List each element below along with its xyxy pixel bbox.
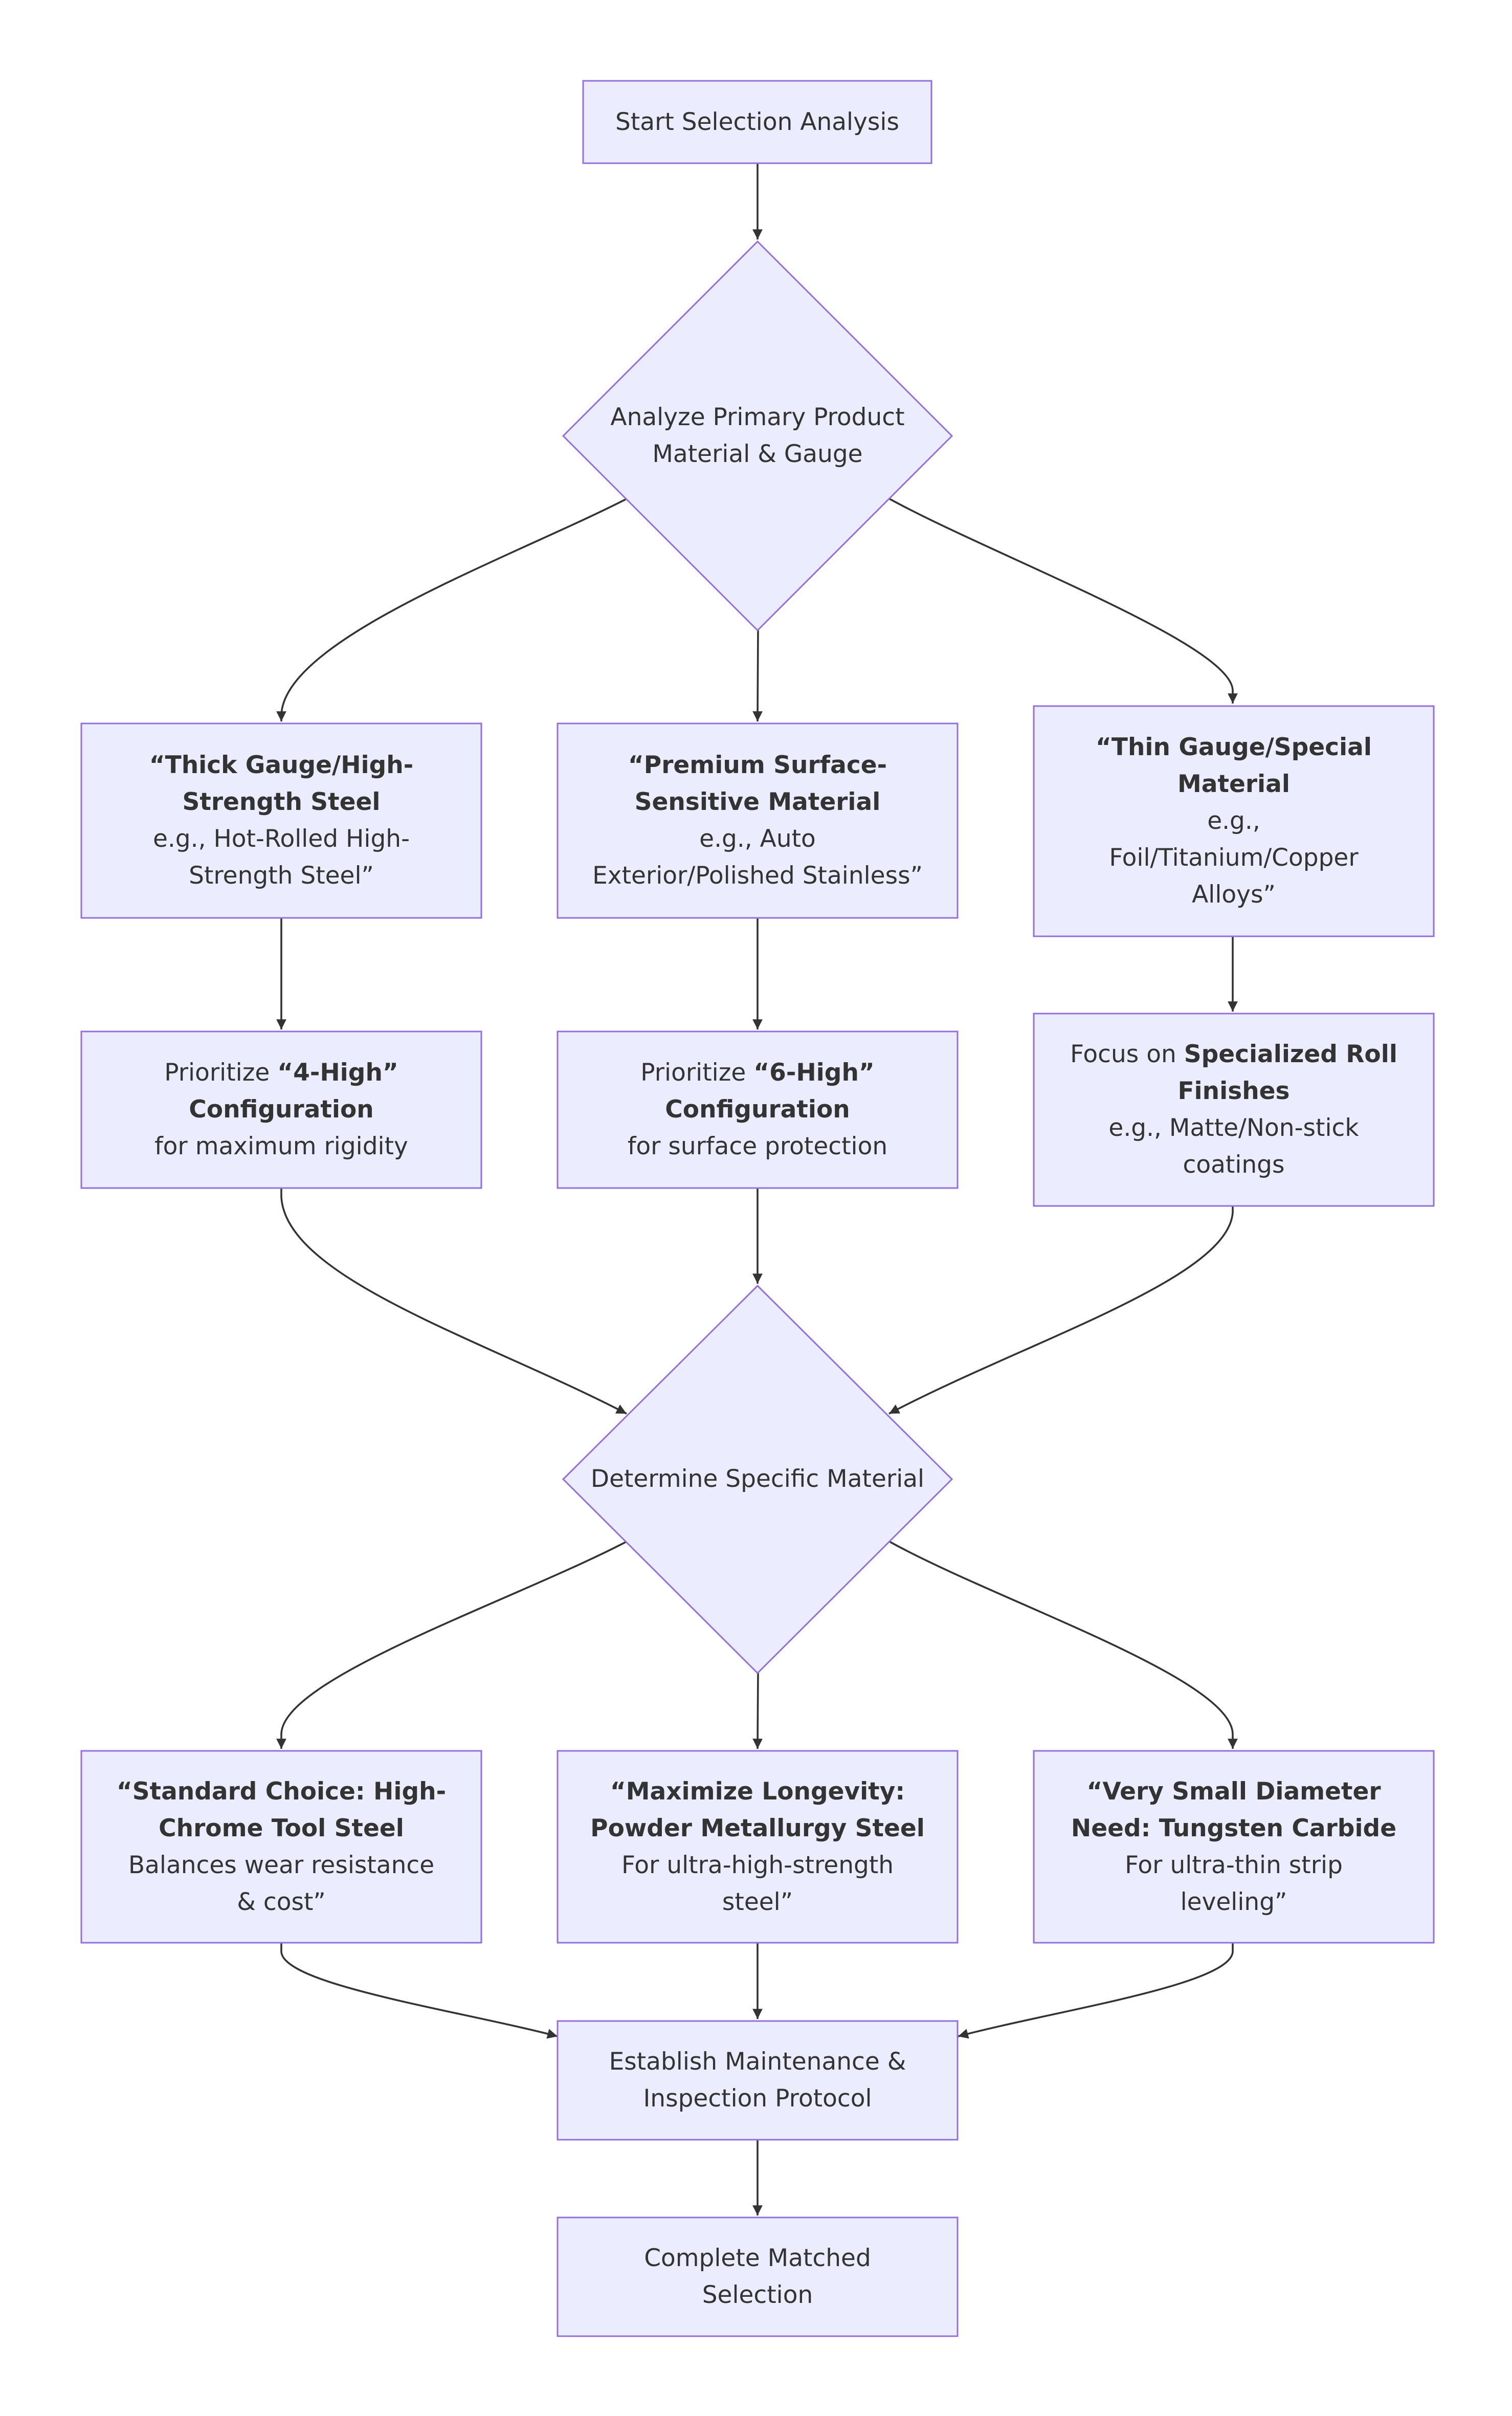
- 6high-line-3: for surface protection: [627, 1132, 888, 1160]
- edge-determine-to-tungsten: [889, 1541, 1238, 1749]
- node-specialized-box: [1033, 1013, 1435, 1207]
- edge-determine-to-standard: [276, 1541, 627, 1749]
- edge-analyze-to-thick: [276, 498, 627, 721]
- specialized-line-4: coatings: [1183, 1151, 1285, 1179]
- thick-line-3: e.g., Hot-Rolled High-: [152, 825, 410, 853]
- longevity-line-3: For ultra-high-strength: [621, 1851, 894, 1879]
- complete-line-1: Complete Matched: [644, 2244, 871, 2272]
- thick-line-2: Strength Steel: [182, 788, 381, 816]
- longevity-line-2: Powder Metallurgy Steel: [590, 1814, 925, 1842]
- 4high-bold: “4-High”: [277, 1059, 398, 1087]
- node-analyze-label: Analyze Primary Product Material & Gauge: [604, 395, 911, 477]
- longevity-line-4: steel”: [722, 1887, 793, 1916]
- edge-analyze-to-thin: [889, 498, 1238, 704]
- node-determine-diamond: [562, 1284, 953, 1675]
- tungsten-line-4: leveling”: [1180, 1887, 1287, 1916]
- node-6high-box: [557, 1030, 959, 1189]
- node-maintenance-box: [557, 2020, 959, 2141]
- node-complete-box: [557, 2216, 959, 2337]
- thin-line-5: Alloys”: [1192, 881, 1276, 909]
- thin-line-3: e.g.,: [1207, 807, 1260, 835]
- node-determine-label: Determine Specific Material: [579, 1459, 937, 1500]
- specialized-prefix: Focus on: [1070, 1040, 1184, 1068]
- node-standard-box: [80, 1750, 482, 1944]
- node-thin-box: [1033, 705, 1435, 937]
- 4high-line-2: Configuration: [189, 1095, 374, 1124]
- 4high-line-1: Prioritize “4-High”: [164, 1055, 398, 1091]
- node-longevity-box: [557, 1750, 959, 1944]
- node-maintenance-label: Establish Maintenance & Inspection Proto…: [558, 2021, 958, 2140]
- 6high-line-1: Prioritize “6-High”: [640, 1055, 875, 1091]
- thin-line-2: Material: [1177, 770, 1290, 798]
- specialized-line-2: Finishes: [1177, 1077, 1290, 1105]
- longevity-line-1: “Maximize Longevity:: [610, 1777, 905, 1806]
- start-line-1: Start Selection Analysis: [615, 107, 899, 136]
- edge-specialized-to-determine: [888, 1206, 1234, 1415]
- thin-line-1: “Thin Gauge/Special: [1096, 733, 1372, 761]
- node-thin-label: “Thin Gauge/Special Material e.g., Foil/…: [1034, 706, 1434, 936]
- determine-line-1: Determine Specific Material: [590, 1465, 925, 1493]
- tungsten-line-2: Need: Tungsten Carbide: [1071, 1814, 1397, 1842]
- standard-line-1: “Standard Choice: High-: [116, 1777, 447, 1806]
- node-4high-box: [80, 1030, 482, 1189]
- tungsten-line-3: For ultra-thin strip: [1125, 1851, 1343, 1879]
- maintenance-line-2: Inspection Protocol: [643, 2084, 872, 2113]
- premium-line-4: Exterior/Polished Stainless”: [592, 862, 923, 890]
- analyze-line-2: Material & Gauge: [652, 440, 863, 468]
- node-standard-label: “Standard Choice: High- Chrome Tool Stee…: [81, 1751, 481, 1943]
- edge-tungsten-to-maintenance: [958, 1943, 1234, 2039]
- complete-line-2: Selection: [702, 2281, 813, 2309]
- node-tungsten-label: “Very Small Diameter Need: Tungsten Carb…: [1034, 1751, 1434, 1943]
- node-start-box: [582, 80, 932, 164]
- standard-line-4: & cost”: [237, 1887, 326, 1916]
- node-6high-label: Prioritize “6-High” Configuration for su…: [558, 1031, 958, 1188]
- node-premium-label: “Premium Surface- Sensitive Material e.g…: [558, 723, 958, 918]
- maintenance-line-1: Establish Maintenance &: [609, 2048, 906, 2076]
- node-longevity-label: “Maximize Longevity: Powder Metallurgy S…: [558, 1751, 958, 1943]
- premium-line-3: e.g., Auto: [699, 825, 816, 853]
- node-complete-label: Complete Matched Selection: [558, 2217, 958, 2336]
- 4high-prefix: Prioritize: [164, 1059, 278, 1087]
- node-4high-label: Prioritize “4-High” Configuration for ma…: [81, 1031, 481, 1188]
- specialized-line-1: Focus on Specialized Roll: [1070, 1036, 1397, 1073]
- standard-line-3: Balances wear resistance: [128, 1851, 435, 1879]
- edge-4high-to-determine: [280, 1188, 627, 1415]
- standard-line-2: Chrome Tool Steel: [159, 1814, 404, 1842]
- thick-line-4: Strength Steel”: [189, 862, 374, 890]
- 6high-line-2: Configuration: [665, 1095, 850, 1124]
- specialized-line-3: e.g., Matte/Non-stick: [1108, 1114, 1359, 1142]
- node-premium-box: [557, 722, 959, 919]
- node-start-label: Start Selection Analysis: [583, 81, 931, 163]
- node-thick-label: “Thick Gauge/High- Strength Steel e.g., …: [81, 723, 481, 918]
- 6high-prefix: Prioritize: [640, 1059, 754, 1087]
- edge-standard-to-maintenance: [280, 1943, 558, 2039]
- node-specialized-label: Focus on Specialized Roll Finishes e.g.,…: [1034, 1014, 1434, 1206]
- 4high-line-3: for maximum rigidity: [154, 1132, 408, 1160]
- node-analyze-diamond: [562, 240, 953, 632]
- analyze-line-1: Analyze Primary Product: [610, 403, 905, 431]
- 6high-bold: “6-High”: [753, 1059, 875, 1087]
- thin-line-4: Foil/Titanium/Copper: [1109, 844, 1359, 872]
- premium-line-1: “Premium Surface-: [628, 751, 887, 779]
- premium-line-2: Sensitive Material: [634, 788, 881, 816]
- tungsten-line-1: “Very Small Diameter: [1086, 1777, 1381, 1806]
- thick-line-1: “Thick Gauge/High-: [149, 751, 414, 779]
- node-tungsten-box: [1033, 1750, 1435, 1944]
- node-thick-box: [80, 722, 482, 919]
- specialized-bold: Specialized Roll: [1184, 1040, 1397, 1068]
